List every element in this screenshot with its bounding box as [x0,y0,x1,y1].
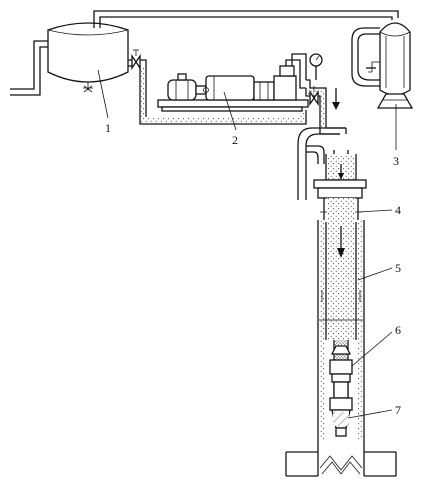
callout-2: 2 [232,133,238,147]
tank-outlet-valve-icon [128,49,141,71]
flow-arrow-down-icon [337,226,345,258]
tank [47,22,129,93]
callout-3: 3 [393,154,399,168]
callout-6: 6 [395,323,401,337]
callout-7: 7 [395,403,401,417]
separator-return-pipe [351,27,380,87]
callout-4: 4 [395,203,401,217]
well-casing [317,198,365,440]
flow-arrow-down-icon [332,88,340,110]
pump-unit [157,53,309,112]
discharge-pipe [299,79,346,135]
pressure-gauge-icon [309,53,323,80]
callout-5: 5 [395,261,401,275]
suction-pipe [139,59,307,125]
formation-ground [285,440,397,477]
inlet-pipe [10,40,48,96]
top-return-pipe [93,10,399,28]
callout-leaders [97,69,397,419]
well-feed-pipe [297,127,347,200]
separator-vessel [366,22,414,109]
callout-1: 1 [105,121,111,135]
downhole-tool [329,340,353,437]
flow-arrow-down-icon [338,164,344,180]
